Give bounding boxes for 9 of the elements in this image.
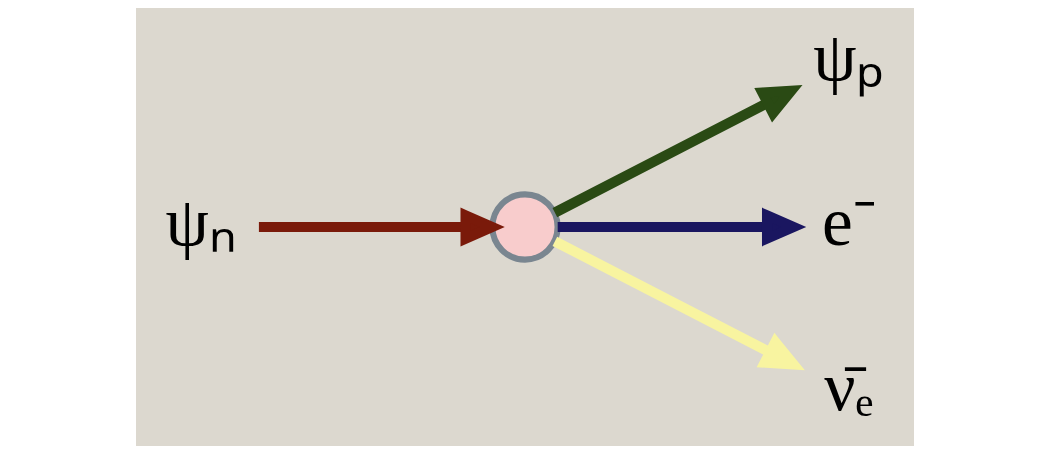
arrow bbox=[552, 236, 805, 371]
node-text: ψₚ bbox=[812, 17, 884, 95]
node-text: e⁻ bbox=[821, 182, 876, 260]
arrow bbox=[258, 207, 505, 247]
node-circle bbox=[488, 191, 561, 263]
arrow bbox=[552, 84, 802, 218]
node-text: ν̄ₑ bbox=[823, 347, 873, 425]
node-text: ψₙ bbox=[165, 182, 237, 260]
arrow bbox=[557, 207, 806, 247]
